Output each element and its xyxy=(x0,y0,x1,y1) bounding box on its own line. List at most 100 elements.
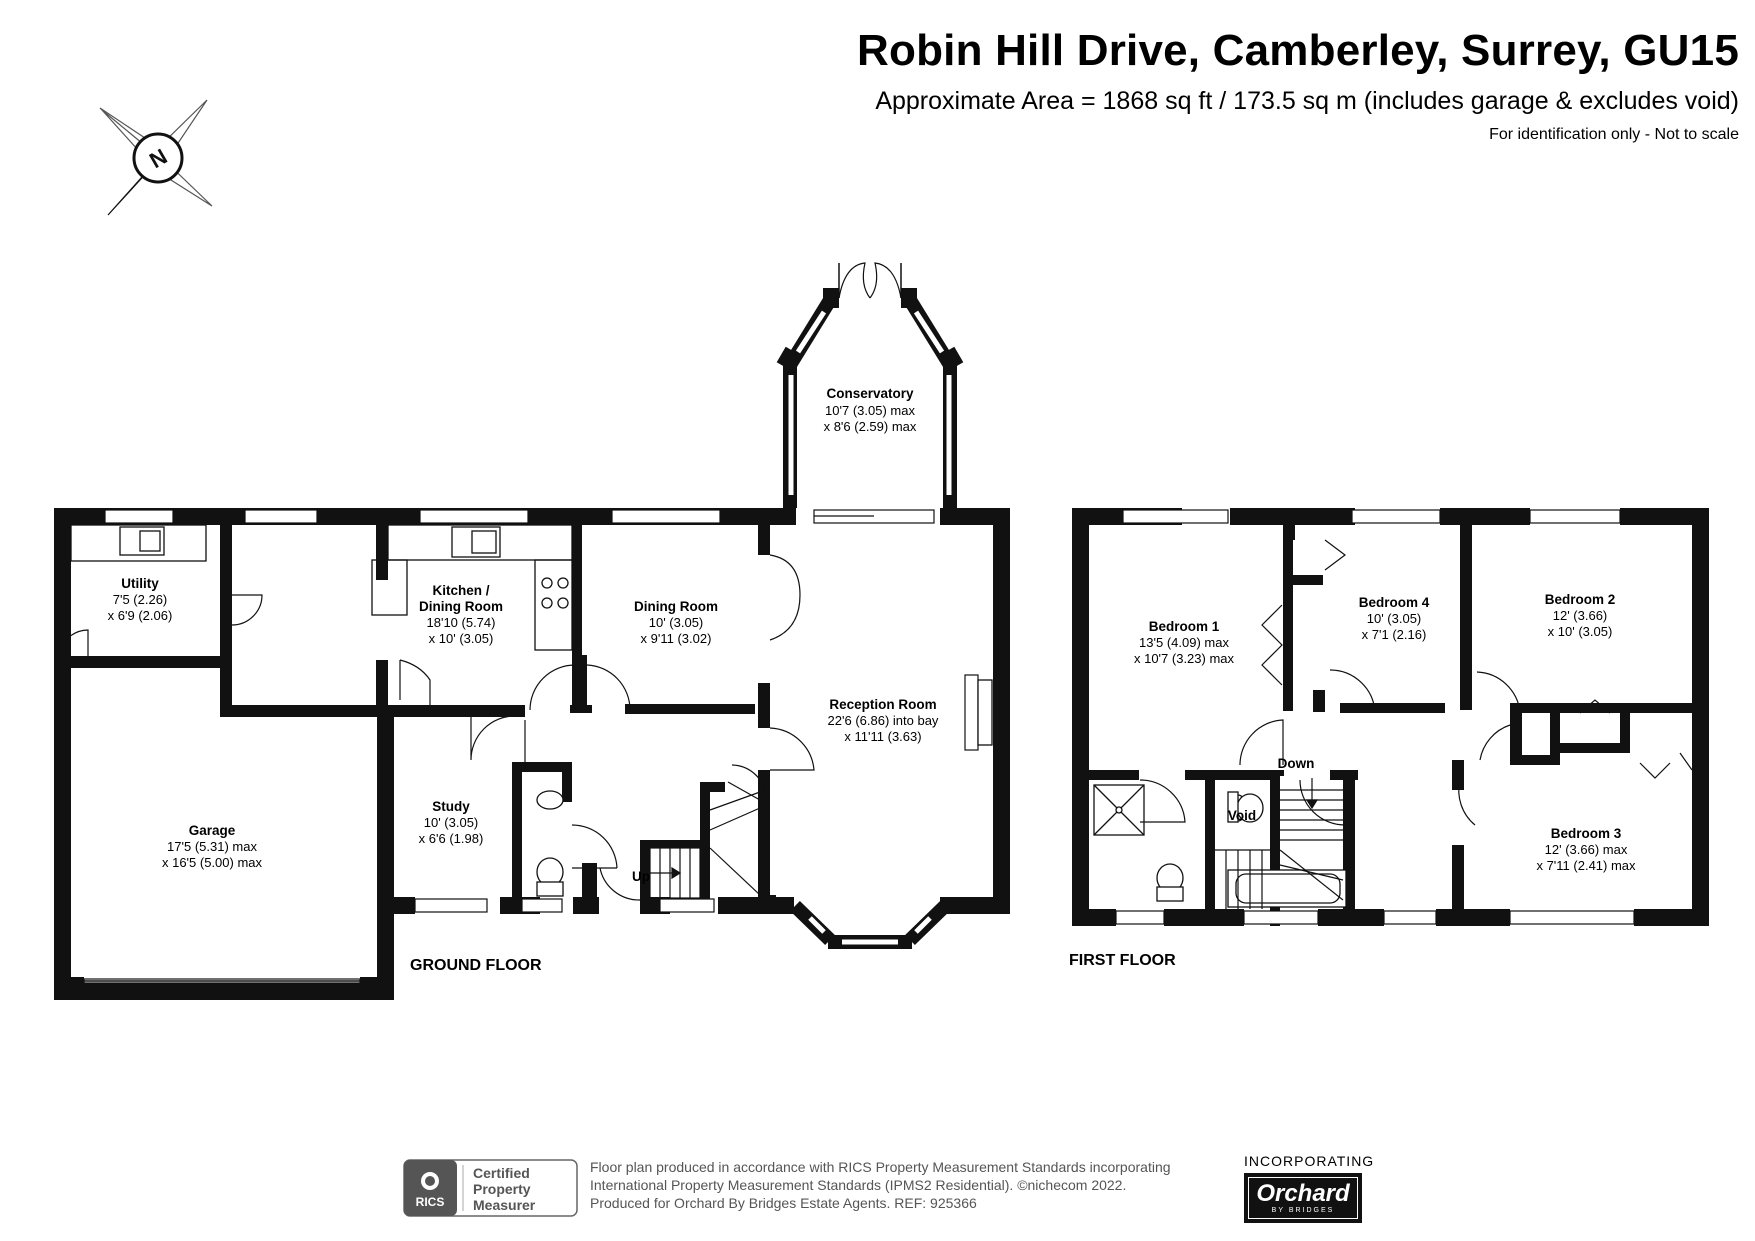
wall xyxy=(766,508,796,525)
wall xyxy=(1270,770,1280,926)
wall xyxy=(1440,508,1530,525)
garage-label: Garage xyxy=(189,823,236,838)
wall xyxy=(1452,845,1464,926)
wall xyxy=(1283,575,1323,585)
wall xyxy=(1230,508,1355,525)
wall xyxy=(1558,743,1630,753)
wall xyxy=(1550,703,1560,763)
orchard-name: Orchard xyxy=(1256,1179,1350,1207)
wall xyxy=(54,977,84,1000)
study-dim2: x 6'6 (1.98) xyxy=(419,831,484,846)
bedroom2-dim2: x 10' (3.05) xyxy=(1548,624,1613,639)
first-windows xyxy=(1115,509,1635,925)
wall xyxy=(1436,909,1510,926)
wall xyxy=(1634,909,1709,926)
ground-fixtures xyxy=(70,524,993,897)
utility-label: Utility xyxy=(121,576,159,591)
wall xyxy=(376,525,388,580)
incorporating-label: INCORPORATING xyxy=(1244,1153,1375,1169)
wall xyxy=(700,782,710,902)
wall xyxy=(572,525,582,710)
rics-cert-line3: Measurer xyxy=(473,1197,536,1213)
wall xyxy=(1089,770,1139,780)
orchard-logo-box: Orchard BY BRIDGES xyxy=(1244,1173,1362,1223)
bedroom3-label: Bedroom 3 xyxy=(1551,826,1622,841)
rics-brand: RICS xyxy=(416,1195,445,1209)
property-title: Robin Hill Drive, Camberley, Surrey, GU1… xyxy=(857,26,1739,75)
kitchen-label-1: Kitchen / xyxy=(432,583,489,598)
rics-cert-line1: Certified xyxy=(473,1165,530,1181)
garage-dim2: x 16'5 (5.00) max xyxy=(162,855,263,870)
rics-cert-line2: Property xyxy=(473,1181,531,1197)
kitchen-label-2: Dining Room xyxy=(419,599,503,614)
footer-line-1: Floor plan produced in accordance with R… xyxy=(590,1159,1171,1175)
wall xyxy=(940,508,1010,525)
wall xyxy=(1313,690,1325,710)
bedroom4-dim2: x 7'1 (2.16) xyxy=(1362,627,1427,642)
garage-dim1: 17'5 (5.31) max xyxy=(167,839,257,854)
wall xyxy=(640,840,650,900)
wall xyxy=(377,708,394,1000)
wall xyxy=(1072,508,1089,926)
wall xyxy=(940,897,1010,914)
wall xyxy=(220,525,232,715)
wall xyxy=(1072,909,1116,926)
conservatory-walls xyxy=(776,262,964,508)
wall xyxy=(1283,525,1293,711)
header: Robin Hill Drive, Camberley, Surrey, GU1… xyxy=(857,26,1739,146)
approximate-area: Approximate Area = 1868 sq ft / 173.5 sq… xyxy=(875,87,1739,115)
wall xyxy=(512,762,572,772)
study-dim1: 10' (3.05) xyxy=(424,815,479,830)
wall xyxy=(570,705,592,713)
reception-label: Reception Room xyxy=(829,697,936,712)
stairs-down-label: Down xyxy=(1278,756,1315,771)
footer-line-2: International Property Measurement Stand… xyxy=(590,1177,1127,1193)
conservatory-dim2: x 8'6 (2.59) max xyxy=(824,419,917,434)
wall xyxy=(1510,755,1560,765)
void-label: Void xyxy=(1228,808,1256,823)
wall xyxy=(625,704,755,714)
wall xyxy=(54,983,394,1000)
wall xyxy=(71,656,231,668)
orchard-logo: INCORPORATING Orchard BY BRIDGES xyxy=(1244,1153,1375,1225)
wall xyxy=(640,840,700,848)
wall xyxy=(993,508,1010,912)
wall xyxy=(582,863,597,914)
wall xyxy=(54,508,71,1000)
room-labels: Conservatory 10'7 (3.05) max x 8'6 (2.59… xyxy=(108,386,1636,884)
wall xyxy=(1460,525,1472,710)
conservatory-label: Conservatory xyxy=(826,386,914,401)
ground-floor-label: GROUND FLOOR xyxy=(410,957,542,974)
basin-icon xyxy=(536,790,564,810)
kitchen-dim2: x 10' (3.05) xyxy=(429,631,494,646)
bedroom1-dim2: x 10'7 (3.23) max xyxy=(1134,651,1235,666)
rics-badge: RICS Certified Property Measurer xyxy=(403,1159,578,1217)
wall xyxy=(1510,703,1692,713)
reception-bay xyxy=(790,900,950,949)
footer-notes: Floor plan produced in accordance with R… xyxy=(590,1158,1171,1212)
wall xyxy=(1692,508,1709,926)
bedroom2-label: Bedroom 2 xyxy=(1545,592,1616,607)
ground-floor-plan xyxy=(54,508,1010,1000)
ground-stairs xyxy=(649,781,761,899)
wall xyxy=(220,705,525,717)
wall xyxy=(582,655,587,710)
reception-dim2: x 11'11 (3.63) xyxy=(844,729,921,744)
bedroom4-label: Bedroom 4 xyxy=(1359,595,1430,610)
kitchen-dim1: 18'10 (5.74) xyxy=(427,615,496,630)
first-stairs xyxy=(1215,778,1344,909)
wall xyxy=(758,683,770,728)
wall xyxy=(1164,909,1244,926)
wall xyxy=(1620,508,1709,525)
wall xyxy=(360,977,394,1000)
bedroom3-dim2: x 7'11 (2.41) max xyxy=(1536,858,1636,873)
wall xyxy=(512,762,522,902)
wall xyxy=(758,770,770,914)
first-floor-label: FIRST FLOOR xyxy=(1069,952,1176,969)
dining-label: Dining Room xyxy=(634,599,718,614)
bedroom2-dim1: 12' (3.66) xyxy=(1553,608,1608,623)
wall xyxy=(377,897,415,914)
ground-doors xyxy=(59,554,815,901)
utility-dim1: 7'5 (2.26) xyxy=(113,592,168,607)
